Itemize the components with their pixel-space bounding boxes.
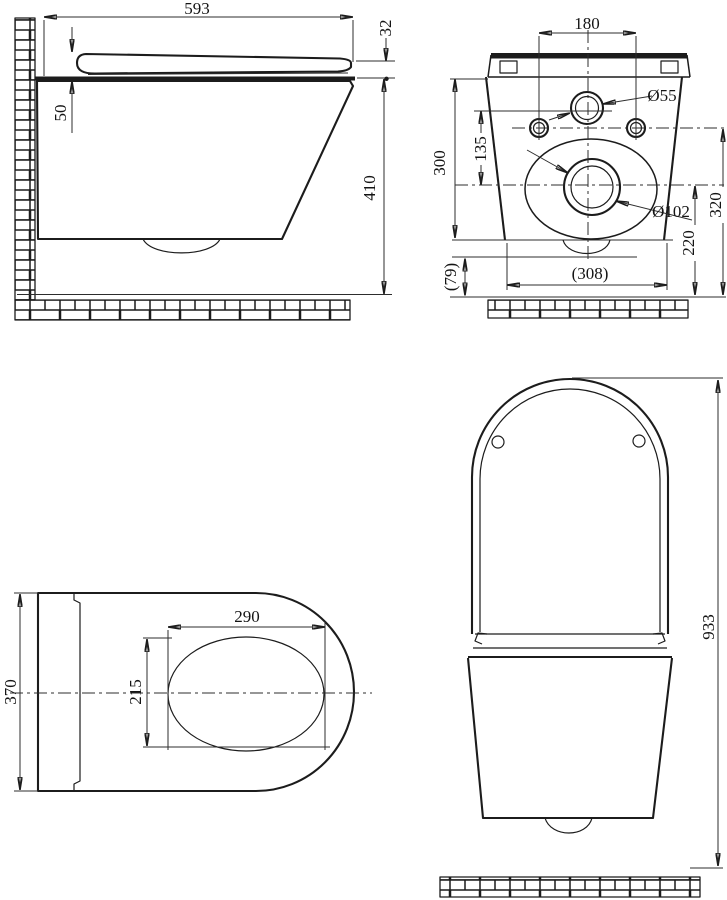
dim-overall-height: 933 [572, 377, 723, 869]
bowl-outline [466, 657, 674, 820]
dim-label-rim-offset: 50 [51, 105, 70, 122]
dim-opening-width: 215 [126, 637, 330, 748]
dim-label-base-width: (308) [572, 264, 609, 283]
dim-bowl-height: 410 [360, 79, 384, 294]
side-view: 593 32 50 410 [14, 0, 395, 321]
outlet-hole-outer [562, 157, 622, 217]
dim-lid-thickness: 32 [356, 20, 395, 82]
seat-outline [36, 591, 356, 793]
seat-rim [35, 76, 355, 81]
rim-top-bar [491, 53, 687, 59]
dim-bolt-spacing: 180 [539, 14, 636, 33]
floor-hatch [14, 299, 351, 321]
seat-seam [87, 72, 349, 75]
dim-label-inlet-diameter: Ø55 [647, 86, 676, 105]
dim-bolt-height: 320 [706, 129, 725, 295]
seat-hinge-right [652, 632, 666, 645]
dim-inlet-diameter: Ø55 [548, 86, 677, 121]
dim-body-height: 300 [430, 78, 488, 238]
floor-hatch [439, 876, 701, 898]
dim-label-inlet-to-outlet: 135 [471, 136, 490, 162]
dim-origin-dot [384, 76, 389, 82]
dim-label-overall-height: 933 [699, 614, 718, 640]
dim-base-width: (308) [506, 243, 668, 290]
rim-bracket-right [660, 60, 679, 74]
dim-label-bolt-height: 320 [706, 192, 725, 218]
outlet-hole-inner [570, 165, 614, 209]
hinge-cap-left [491, 435, 505, 449]
body-edge-right [662, 76, 684, 241]
rear-view: 180 Ø55 135 300 (79) (308 [430, 14, 726, 319]
dim-label-body-height: 300 [430, 150, 449, 176]
hinge-step-line [73, 593, 81, 791]
dim-outlet-clearance: (79) [441, 258, 465, 296]
bowl-ellipse [524, 138, 658, 240]
front-view: 933 [439, 377, 723, 898]
dim-outlet-height: 220 [679, 186, 698, 295]
lid-profile [75, 52, 353, 75]
dim-inlet-to-outlet: 135 [471, 111, 490, 185]
dim-label-opening-width: 215 [126, 679, 145, 705]
dim-label-overall-width: 370 [1, 679, 20, 705]
wall-hatch [14, 17, 36, 301]
lid-outline [470, 377, 670, 634]
outlet-curve [562, 239, 611, 254]
dim-label-lid-thickness: 32 [376, 20, 395, 37]
seat-hinge-left [474, 632, 488, 645]
dim-overall-depth: 593 [43, 0, 354, 76]
body-edge-left [484, 76, 507, 241]
rim-bracket-left [499, 60, 518, 74]
dim-overall-width: 370 [1, 592, 38, 792]
dim-label-overall-depth: 593 [184, 0, 210, 18]
dim-opening-length: 290 [167, 607, 326, 750]
inlet-hole-outer [569, 90, 605, 126]
dim-label-bolt-spacing: 180 [574, 14, 600, 33]
lid-inner-line [479, 388, 661, 632]
floor-hatch [487, 299, 689, 319]
dim-label-bowl-height: 410 [360, 175, 379, 201]
outlet-curve [142, 238, 221, 254]
dim-outlet-diameter: Ø102 [526, 149, 693, 221]
dim-label-outlet-diameter: Ø102 [652, 202, 690, 221]
dim-label-outlet-clearance: (79) [441, 263, 460, 291]
hinge-cap-right [632, 434, 646, 448]
dim-rim-offset: 50 [51, 27, 72, 133]
dim-label-opening-length: 290 [234, 607, 260, 626]
top-view: 370 290 215 [1, 591, 372, 793]
bowl-profile [35, 79, 355, 241]
dim-label-outlet-height: 220 [679, 230, 698, 256]
bowl-opening [167, 636, 325, 752]
outlet-curve [544, 817, 593, 834]
inlet-hole-inner [574, 95, 600, 121]
